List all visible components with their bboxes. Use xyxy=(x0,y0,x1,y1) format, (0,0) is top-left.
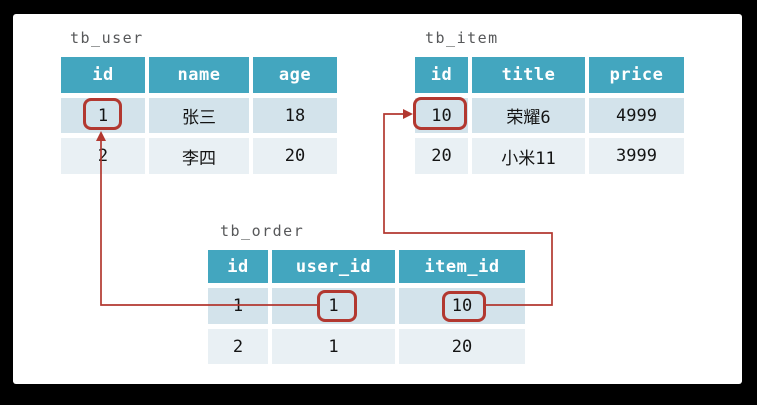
tb-item-cell-price-1: 4999 xyxy=(589,98,684,133)
tb-order-header-item-id: item_id xyxy=(399,250,525,283)
tb-user-cell-age-1: 18 xyxy=(253,98,337,133)
tb-user-header-name: name xyxy=(149,57,249,93)
tb-user-title: tb_user xyxy=(70,29,144,47)
tb-item-cell-id-1: 10 xyxy=(415,98,468,133)
tb-item-cell-title-2: 小米11 xyxy=(472,138,585,174)
tb-item-table: tb_item id title price 10 荣耀6 4999 20 小米… xyxy=(415,29,684,174)
diagram-canvas: tb_user id name age 1 张三 18 2 李四 20 tb_i… xyxy=(13,14,742,384)
tb-item-cell-title-1: 荣耀6 xyxy=(472,98,585,133)
tb-item-title: tb_item xyxy=(425,29,499,47)
tb-user-table: tb_user id name age 1 张三 18 2 李四 20 xyxy=(61,29,337,174)
tb-order-cell-item-id-1: 10 xyxy=(399,288,525,324)
tb-item-grid: id title price 10 荣耀6 4999 20 小米11 3999 xyxy=(415,57,684,174)
tb-order-cell-item-id-2: 20 xyxy=(399,329,525,364)
tb-item-header-title: title xyxy=(472,57,585,93)
tb-user-header-id: id xyxy=(61,57,145,93)
tb-item-header-price: price xyxy=(589,57,684,93)
tb-user-cell-age-2: 20 xyxy=(253,138,337,174)
tb-order-header-id: id xyxy=(208,250,268,283)
tb-item-cell-price-2: 3999 xyxy=(589,138,684,174)
tb-order-table: tb_order id user_id item_id 1 1 10 2 1 2… xyxy=(208,222,525,364)
tb-order-cell-user-id-1: 1 xyxy=(272,288,395,324)
tb-order-grid: id user_id item_id 1 1 10 2 1 20 xyxy=(208,250,525,364)
tb-order-header-user-id: user_id xyxy=(272,250,395,283)
tb-user-cell-name-1: 张三 xyxy=(149,98,249,133)
tb-user-cell-id-1: 1 xyxy=(61,98,145,133)
tb-item-header-id: id xyxy=(415,57,468,93)
tb-order-cell-id-1: 1 xyxy=(208,288,268,324)
tb-user-cell-name-2: 李四 xyxy=(149,138,249,174)
tb-user-cell-id-2: 2 xyxy=(61,138,145,174)
arrowhead-right-item-icon xyxy=(403,109,413,119)
tb-order-title: tb_order xyxy=(220,222,305,240)
tb-user-header-age: age xyxy=(253,57,337,93)
tb-user-grid: id name age 1 张三 18 2 李四 20 xyxy=(61,57,337,174)
tb-order-cell-user-id-2: 1 xyxy=(272,329,395,364)
tb-order-cell-id-2: 2 xyxy=(208,329,268,364)
tb-item-cell-id-2: 20 xyxy=(415,138,468,174)
